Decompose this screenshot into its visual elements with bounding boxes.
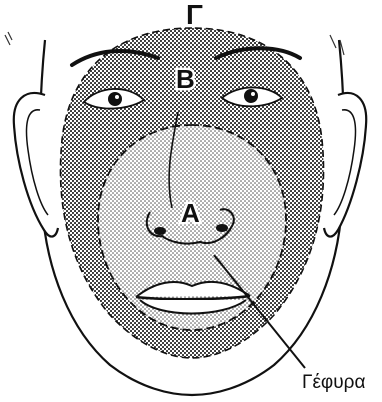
- label-zone-inner: Α: [181, 198, 200, 228]
- left-ear: [14, 93, 58, 237]
- hair-right: [330, 35, 344, 55]
- label-zone-outer: Γ: [186, 0, 203, 30]
- left-nostril: [154, 227, 166, 235]
- right-ear: [324, 93, 366, 237]
- label-zone-middle: Β: [176, 64, 195, 94]
- hair-left: [5, 32, 12, 45]
- label-bridge: Γέφυρα: [302, 372, 365, 393]
- right-nostril: [216, 224, 228, 232]
